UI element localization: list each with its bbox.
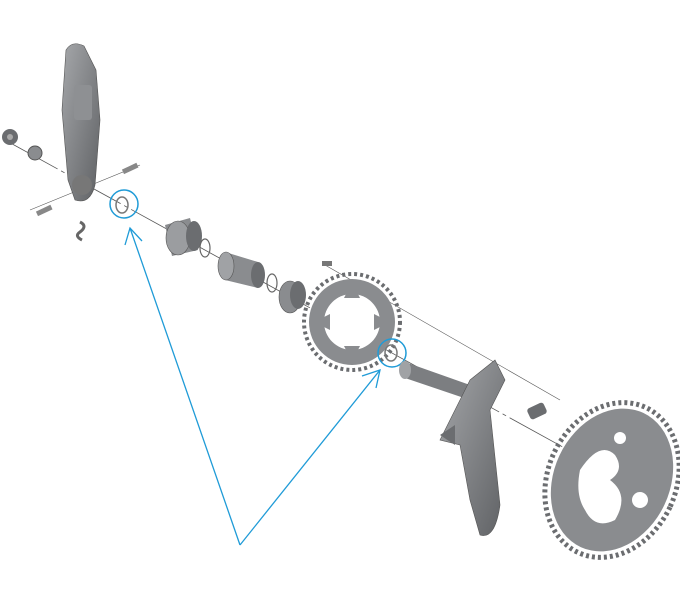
- large-chainring: [542, 400, 680, 560]
- small-chainring: [302, 272, 402, 372]
- right-crank-arm: [399, 359, 506, 536]
- spacer-ring: [199, 238, 211, 258]
- spacer-ring-2: [266, 273, 278, 293]
- highlight-circle-left: [109, 189, 139, 219]
- highlight-circle-right: [377, 338, 407, 368]
- leader-arrow-left: [124, 226, 143, 246]
- leader-line-left: [129, 227, 241, 546]
- chainring-bolt: [322, 261, 332, 266]
- bb-cup-left: [165, 218, 202, 256]
- leader-line-right: [239, 369, 381, 546]
- spacer-ring-left: [115, 196, 129, 214]
- spacer-ring-right: [384, 344, 398, 362]
- leader-arrow-right: [361, 369, 381, 389]
- bb-cup-right: [278, 280, 306, 314]
- crank-bolt-cap: [527, 402, 547, 420]
- fixing-bolts: [35, 162, 139, 242]
- left-crank-arm: [61, 43, 101, 202]
- bb-sleeve: [217, 251, 265, 288]
- crank-cap: [2, 129, 43, 161]
